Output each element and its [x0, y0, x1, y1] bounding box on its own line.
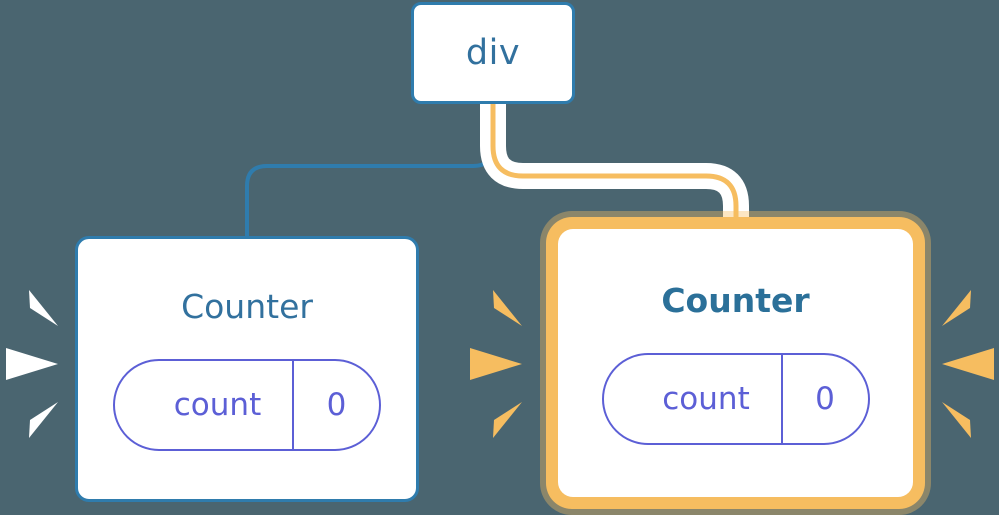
sparkle-ray-middle [942, 348, 994, 380]
sparkle-group-right-counter [942, 290, 994, 438]
node-div-label: div [465, 32, 521, 73]
sparkle-group-middle [470, 290, 522, 438]
counter-left-state-value: 0 [292, 361, 379, 449]
counter-left-state-pill[interactable]: count 0 [113, 359, 381, 451]
sparkle-ray-upper [493, 290, 522, 326]
edge-div-to-counter-right-halo [480, 104, 749, 232]
counter-right-title: Counter [661, 281, 810, 320]
node-counter-left[interactable]: Counter count 0 [75, 236, 419, 502]
sparkle-ray-lower [493, 402, 522, 438]
sparkle-ray-upper [942, 290, 971, 326]
node-counter-right-highlight-ring: Counter count 0 [546, 217, 925, 509]
counter-right-state-key: count [662, 381, 750, 417]
counter-right-state-pill[interactable]: count 0 [601, 353, 870, 445]
sparkle-ray-lower [29, 402, 58, 438]
counter-right-content: Counter count 0 [601, 229, 870, 445]
counter-left-title: Counter [181, 287, 313, 326]
node-counter-right[interactable]: Counter count 0 [558, 229, 913, 497]
edge-div-to-counter-left [245, 102, 495, 238]
counter-left-state-key: count [173, 387, 262, 423]
sparkle-group-left-counter [6, 290, 58, 438]
sparkle-ray-upper [29, 290, 58, 326]
edge-div-to-counter-right [490, 104, 739, 232]
node-div[interactable]: div [411, 2, 575, 104]
counter-right-state-value: 0 [780, 355, 868, 443]
sparkle-ray-middle [6, 348, 58, 380]
sparkle-ray-lower [942, 402, 971, 438]
sparkle-ray-middle [470, 348, 522, 380]
